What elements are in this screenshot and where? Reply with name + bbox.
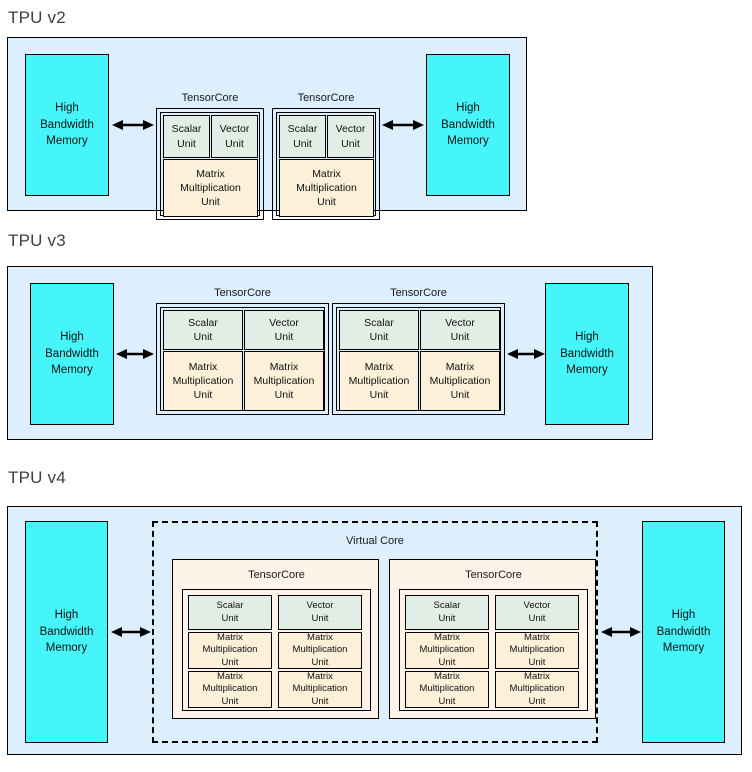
bidirectional-arrow-left-v2: [112, 119, 154, 131]
virtual-core-label: Virtual Core: [346, 535, 404, 547]
virtual-core-boundary: [152, 521, 598, 743]
tensorcore-label-v3-0: TensorCore: [214, 287, 271, 299]
tensorcore-label-v4-0: TensorCore: [248, 569, 305, 581]
bidirectional-arrow-left-v3: [116, 348, 154, 360]
tensorcore-label-v4-1: TensorCore: [465, 569, 522, 581]
bidirectional-arrow-right-v3: [507, 348, 545, 360]
bidirectional-arrow-left-v4: [111, 626, 151, 638]
tensorcore-label-v2-0: TensorCore: [181, 92, 239, 104]
page-title-tpu-v3: TPU v3: [8, 231, 66, 250]
tensorcore-label-v2-1: TensorCore: [297, 92, 355, 104]
page-title-tpu-v4: TPU v4: [8, 468, 66, 487]
bidirectional-arrow-right-v4: [601, 626, 641, 638]
page-title-tpu-v2: TPU v2: [8, 8, 66, 27]
tensorcore-label-v3-1: TensorCore: [390, 287, 447, 299]
bidirectional-arrow-right-v2: [382, 119, 424, 131]
